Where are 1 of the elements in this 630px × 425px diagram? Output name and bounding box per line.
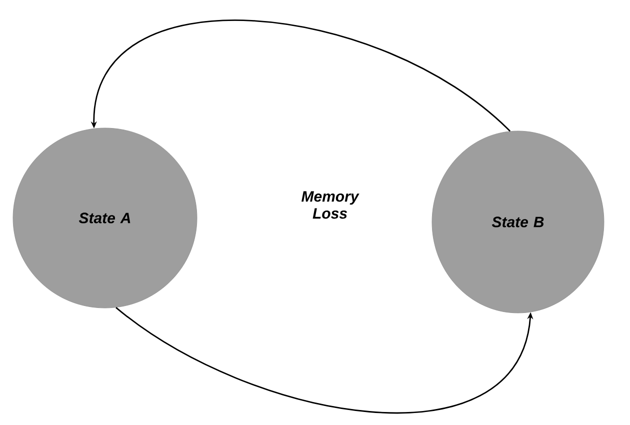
diagram-label: Memory Loss xyxy=(302,191,360,219)
